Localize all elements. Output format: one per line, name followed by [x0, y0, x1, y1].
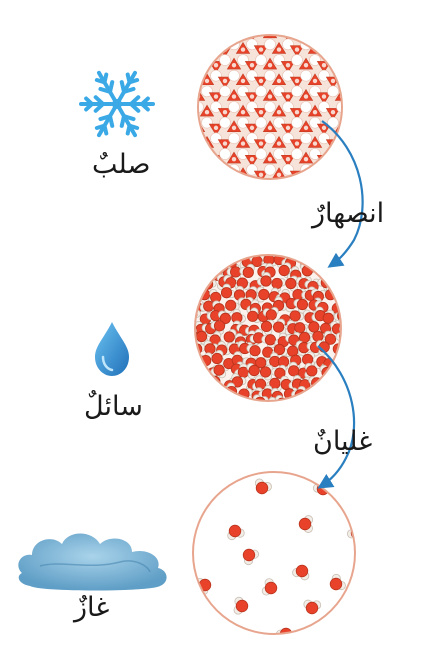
gas-molecules-circle [192, 471, 356, 635]
solid-label: صلبٌ [92, 149, 151, 180]
melting-label: انصهارٌ [312, 198, 385, 229]
cloud-icon [18, 533, 167, 591]
liquid-label: سائلٌ [84, 391, 143, 422]
boiling-arrow [317, 345, 356, 489]
solid-lattice-circle [197, 34, 343, 180]
water-drop-icon [95, 322, 129, 376]
melting-arrow [321, 120, 364, 268]
boiling-label: غليانٌ [313, 426, 373, 457]
gas-label: غازٌ [74, 592, 110, 623]
snowflake-icon [79, 70, 155, 138]
liquid-molecules-circle [194, 254, 342, 402]
